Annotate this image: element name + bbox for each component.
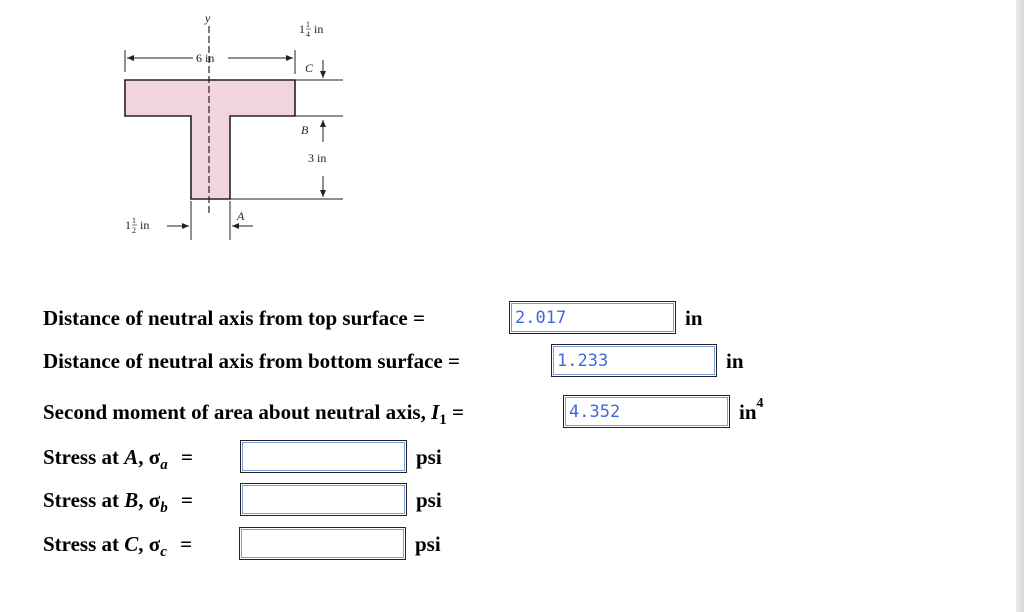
moment-field[interactable] [563, 395, 730, 428]
svg-text:1: 1 [132, 216, 136, 225]
moment-input[interactable] [565, 397, 728, 426]
stress-a-label: Stress at A, σa = [43, 445, 193, 473]
point-a-label: A [236, 209, 245, 223]
stress-b-label: Stress at B, σb = [43, 488, 193, 516]
web-height-label: 3 in [308, 151, 326, 165]
web-width-label: 1 [125, 218, 131, 232]
y-axis-label: y [204, 11, 211, 25]
point-c-label: C [305, 61, 314, 75]
stress-b-field[interactable] [240, 483, 407, 516]
stress-a-unit: psi [416, 445, 442, 469]
window-edge [1016, 0, 1024, 612]
flange-thickness-label: 1 [299, 22, 305, 36]
bottom-distance-input[interactable] [553, 346, 715, 375]
svg-text:2: 2 [132, 226, 136, 235]
stress-c-field[interactable] [239, 527, 406, 560]
top-distance-label: Distance of neutral axis from top surfac… [43, 306, 425, 330]
moment-label: Second moment of area about neutral axis… [43, 400, 465, 428]
svg-text:1: 1 [306, 20, 310, 29]
moment-unit: in4 [739, 396, 764, 424]
point-b-label: B [301, 123, 309, 137]
stress-a-input[interactable] [242, 442, 405, 471]
svg-text:in: in [314, 22, 323, 36]
top-distance-input[interactable] [511, 303, 674, 332]
t-beam-diagram: y 6 in 1 1 4 in C B 3 in 1 1 2 in A [124, 11, 343, 240]
svg-text:4: 4 [306, 30, 310, 39]
top-distance-unit: in [685, 306, 703, 330]
bottom-distance-field[interactable] [551, 344, 717, 377]
stress-b-unit: psi [416, 488, 442, 512]
stress-c-unit: psi [415, 532, 441, 556]
top-distance-field[interactable] [509, 301, 676, 334]
stress-a-field[interactable] [240, 440, 407, 473]
bottom-distance-label: Distance of neutral axis from bottom sur… [43, 349, 460, 373]
width-label: 6 in [196, 51, 214, 65]
stress-c-input[interactable] [241, 529, 404, 558]
stress-b-input[interactable] [242, 485, 405, 514]
svg-text:in: in [140, 218, 149, 232]
stress-c-label: Stress at C, σc = [43, 532, 193, 560]
bottom-distance-unit: in [726, 349, 744, 373]
t-section-shape [124, 79, 296, 200]
